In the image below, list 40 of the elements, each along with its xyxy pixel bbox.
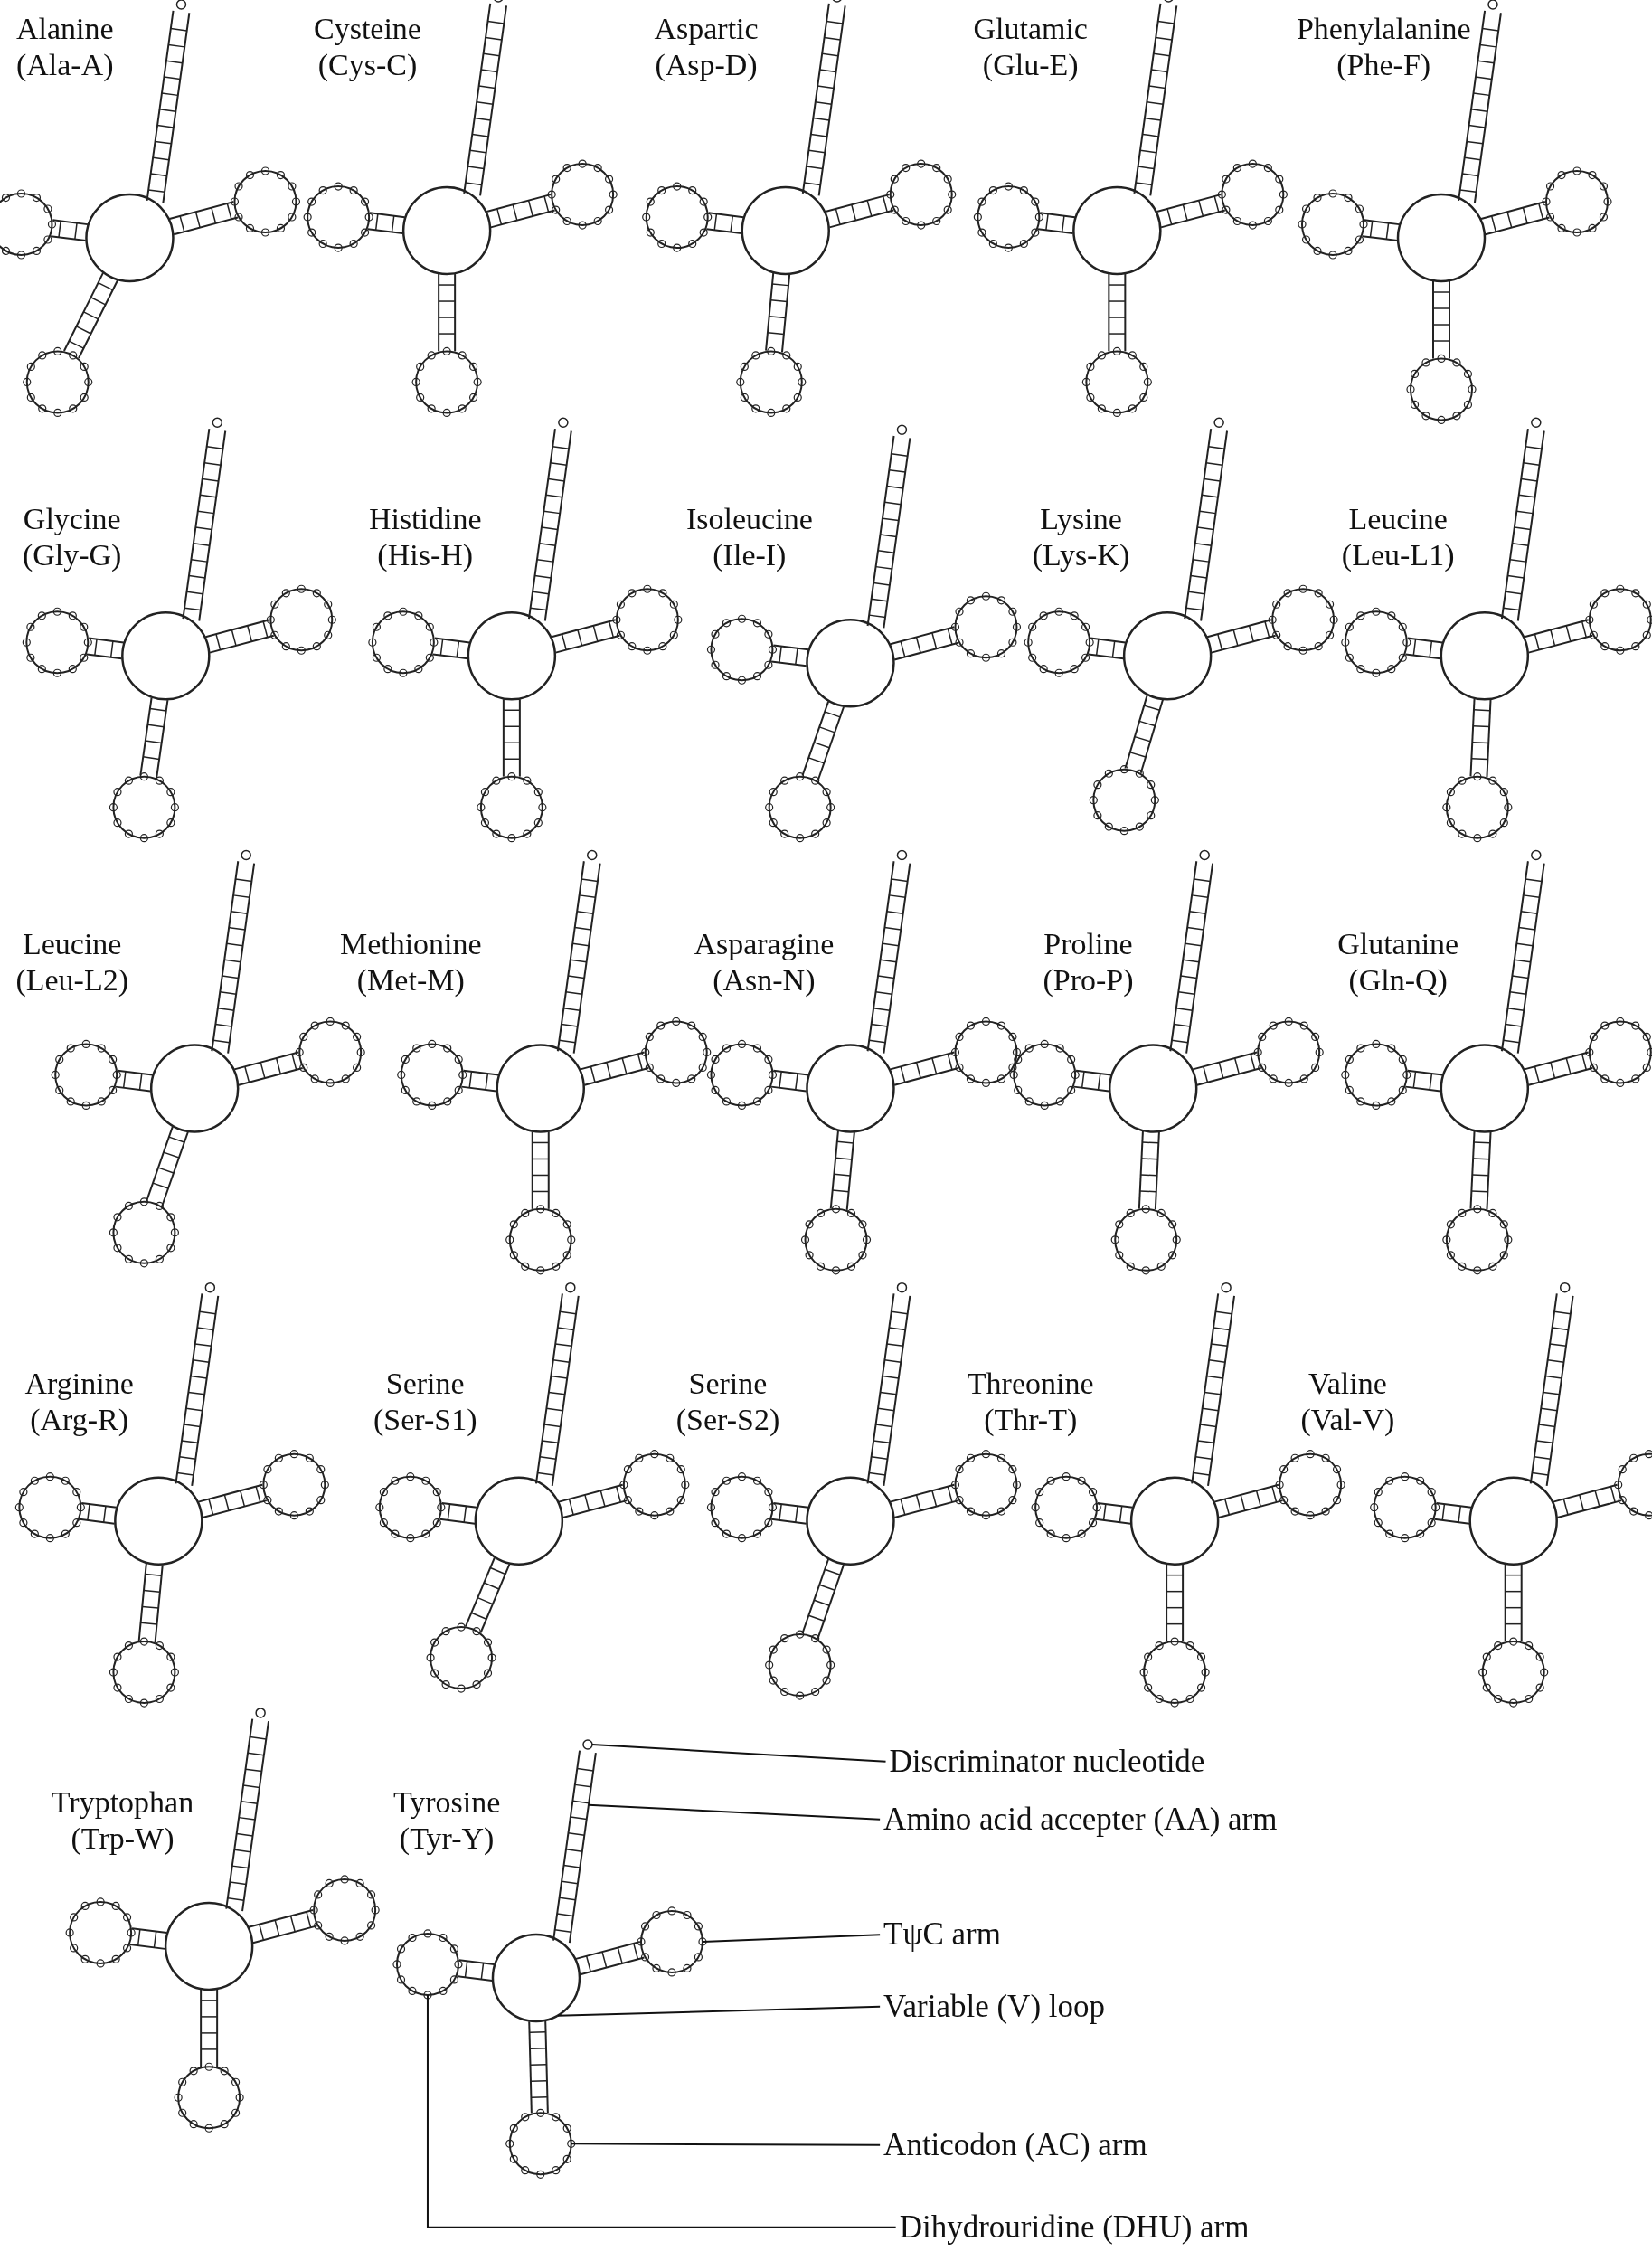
trna-name-label: Arginine (Arg-R) (24, 1366, 134, 1439)
trna-name-label: Methionine (Met-M) (339, 926, 482, 999)
trna-name-label: Glycine (Gly-G) (22, 500, 122, 573)
annotation-label: Anticodon (AC) arm (883, 2124, 1147, 2165)
leader-line (426, 1993, 897, 2228)
trna-name-label: Histidine (His-H) (368, 500, 482, 573)
trna-name-label: Proline (Pro-P) (1043, 926, 1134, 999)
trna-name-label: Leucine (Leu-L1) (1341, 500, 1455, 573)
anticodon-arm-drawing (505, 2020, 576, 2179)
trna-name-label: Serine (Ser-S1) (373, 1366, 477, 1439)
annotation-label: Variable (V) loop (883, 1986, 1106, 2027)
trna-name-label: Isoleucine (Ile-I) (686, 500, 813, 573)
trna-name-label: Lysine (Lys-K) (1032, 500, 1130, 573)
trna-name-label: Glutamic (Glu-E) (973, 10, 1088, 83)
trna-name-label: Leucine (Leu-L2) (15, 926, 128, 999)
leader-line (701, 1934, 882, 1943)
acceptor-stem-drawing (552, 1749, 597, 1944)
annotation-label: Dihydrouridine (DHU) arm (899, 2207, 1250, 2247)
dhu-arm-drawing (392, 1929, 496, 2000)
annotation-label: Discriminator nucleotide (889, 1741, 1205, 1782)
trna-name-label: Serine (Ser-S2) (675, 1366, 780, 1439)
leader-line (590, 1743, 887, 1763)
trna-name-label: Tyrosine (Tyr-Y) (392, 1783, 501, 1857)
nucleotide-bead-drawing (582, 1739, 593, 1750)
tpsic-arm-drawing (575, 1906, 707, 1977)
trna-name-label: Asparagine (Asn-N) (694, 926, 835, 999)
trna-name-label: Glutanine (Gln-Q) (1337, 926, 1459, 999)
leader-line (570, 2143, 882, 2146)
trna-name-label: Valine (Val-V) (1300, 1366, 1395, 1439)
annotation-label: Amino acid accepter (AA) arm (883, 1799, 1278, 1840)
trna-name-label: Threonine (Thr-T) (967, 1366, 1094, 1439)
trna-name-label: Aspartic (Asp-D) (654, 10, 759, 83)
trna-name-label: Alanine (Ala-A) (15, 10, 114, 83)
annotation-label: TψC arm (883, 1915, 1001, 1955)
trna-name-label: Phenylalanine (Phe-F) (1296, 10, 1471, 83)
trna-name-label: Tryptophan (Trp-W) (51, 1783, 194, 1857)
leader-line (587, 1803, 882, 1821)
leader-line (556, 2005, 882, 2017)
central-loop-drawing (491, 1933, 581, 2023)
trna-name-label: Cysteine (Cys-C) (314, 10, 421, 83)
